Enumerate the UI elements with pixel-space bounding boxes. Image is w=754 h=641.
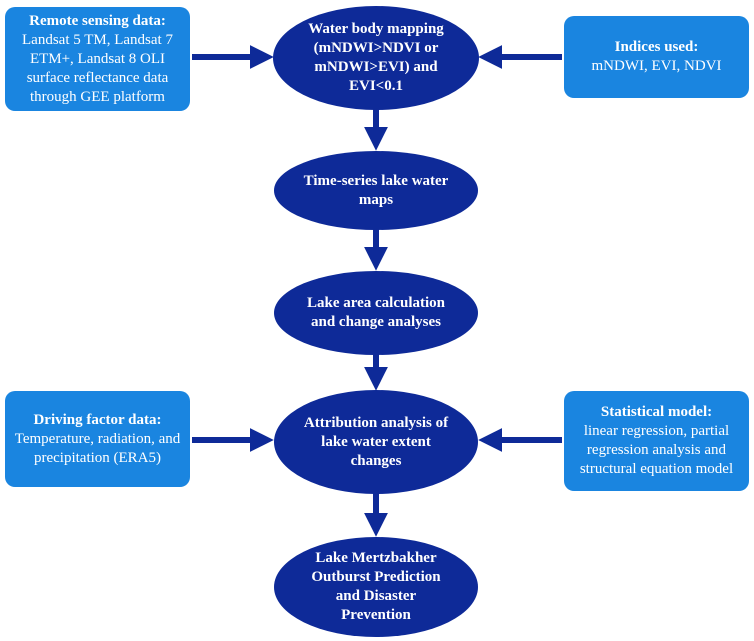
water-body-mapping-label: Water body mapping (mNDWI>NDVI or mNDWI>… xyxy=(308,21,444,94)
indices-body: mNDWI, EVI, NDVI xyxy=(591,58,722,74)
indices-heading: Indices used: xyxy=(614,39,699,55)
area-calculation-ellipse: Lake area calculation and change analyse… xyxy=(274,271,478,355)
outburst-prediction-label: Lake Mertzbakher Outburst Prediction and… xyxy=(311,550,441,623)
outburst-prediction-ellipse: Lake Mertzbakher Outburst Prediction and… xyxy=(274,537,478,637)
attribution-analysis-label: Attribution analysis of lake water exten… xyxy=(303,414,449,469)
water-body-mapping-ellipse: Water body mapping (mNDWI>NDVI or mNDWI>… xyxy=(273,6,479,110)
remote-sensing-data-box: Remote sensing data: Landsat 5 TM, Lands… xyxy=(5,7,190,111)
indices-used-box: Indices used: mNDWI, EVI, NDVI xyxy=(564,16,749,98)
statistical-model-body: linear regression, partial regression an… xyxy=(579,423,734,477)
statistical-model-heading: Statistical model: xyxy=(600,404,713,420)
time-series-label: Time-series lake water maps xyxy=(303,172,449,208)
driving-factor-body: Temperature, radiation, and precipitatio… xyxy=(14,430,181,466)
driving-factor-heading: Driving factor data: xyxy=(33,411,162,428)
remote-sensing-heading: Remote sensing data: xyxy=(29,12,166,29)
statistical-model-box: Statistical model: linear regression, pa… xyxy=(564,391,749,491)
remote-sensing-body: Landsat 5 TM, Landsat 7 ETM+, Landsat 8 … xyxy=(22,31,173,105)
time-series-ellipse: Time-series lake water maps xyxy=(274,151,478,230)
attribution-analysis-ellipse: Attribution analysis of lake water exten… xyxy=(274,390,478,494)
area-calculation-label: Lake area calculation and change analyse… xyxy=(306,295,446,330)
driving-factor-data-box: Driving factor data: Temperature, radiat… xyxy=(5,391,190,487)
